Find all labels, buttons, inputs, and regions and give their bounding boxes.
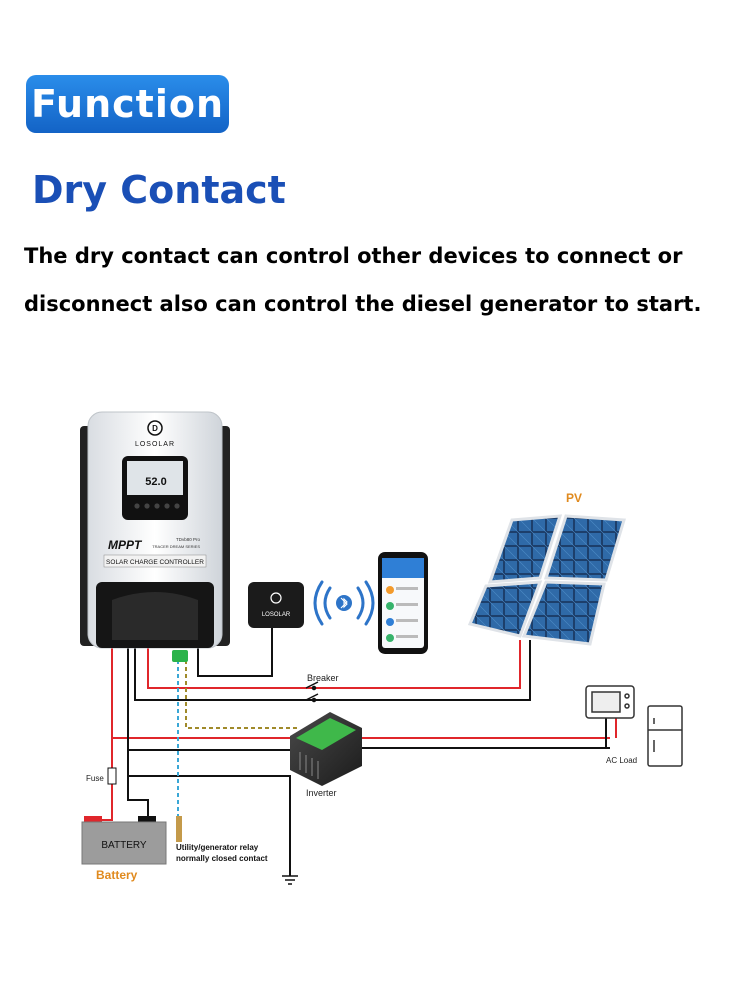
svg-text:D: D (152, 424, 158, 433)
battery-negative-terminal (138, 816, 156, 824)
wireless-signal-icon (313, 580, 375, 626)
inverter-label: Inverter (306, 788, 337, 798)
relay-label-line-1: Utility/generator relay (176, 843, 259, 852)
pv-label: PV (566, 491, 582, 505)
bluetooth-glyph (340, 597, 348, 609)
wifi-module-logo-icon (270, 592, 282, 604)
controller-buttons (134, 503, 180, 509)
phone-app-header (382, 558, 424, 578)
battery-box-label: BATTERY (101, 840, 147, 851)
relay-label-line-2: normally closed contact (176, 854, 268, 863)
controller-series-sub: TRACER DREAM SERIES (152, 544, 200, 549)
phone-app-widgets (386, 586, 418, 642)
controller-brand: LOSOLAR (135, 441, 175, 448)
controller-lcd (127, 461, 183, 495)
inverter-green-top (296, 718, 356, 750)
battery-caption: Battery (96, 868, 138, 882)
wifi-module-cable (197, 628, 273, 677)
controller-model: MPPT (108, 538, 143, 552)
brand-logo-icon (147, 420, 163, 436)
lcd-value: 52.0 (145, 476, 166, 488)
breaker-symbol (305, 681, 319, 703)
charge-controller: D LOSOLAR 52.0 MPPT TDvb80 Pro TRACER DR… (80, 411, 230, 662)
inverter-fins (299, 752, 319, 779)
tv-appliance (585, 685, 635, 719)
battery: BATTERY (81, 816, 167, 865)
fuse-symbol (107, 767, 117, 785)
smartphone (378, 552, 428, 654)
section-title: Dry Contact (32, 168, 286, 212)
solar-panel-1 (487, 514, 563, 584)
solar-panel-3 (467, 580, 543, 638)
dry-contact-brown-dashed (185, 660, 300, 729)
wifi-module-body (248, 582, 304, 628)
battery-negative-down (127, 750, 149, 822)
pv-negative-wire (134, 640, 531, 701)
battery-positive-terminal (84, 816, 102, 824)
description: The dry contact can control other device… (24, 232, 724, 328)
wifi-module: LOSOLAR (248, 582, 304, 628)
function-badge: Function (26, 75, 229, 133)
wifi-module-brand: LOSOLAR (262, 612, 291, 618)
battery-body (81, 821, 167, 865)
ground-wire (128, 775, 291, 876)
fridge-appliance (647, 705, 683, 767)
controller-name: SOLAR CHARGE CONTROLLER (106, 559, 204, 566)
solar-panel-2 (543, 514, 626, 582)
dry-contact-terminal (172, 650, 188, 662)
fuse-label: Fuse (86, 774, 104, 783)
description-line-1: The dry contact can control other device… (24, 244, 683, 268)
solar-panel-array (467, 514, 626, 646)
relay-contact-probe (176, 816, 182, 842)
ground-icon (282, 875, 298, 885)
pv-positive-wire (147, 640, 521, 689)
solar-panel-4 (521, 580, 606, 646)
inverter (290, 712, 362, 786)
ac-load-label: AC Load (606, 756, 637, 765)
controller-series: TDvb80 Pro (176, 537, 201, 542)
wires (93, 628, 617, 876)
description-line-2: disconnect also can control the diesel g… (24, 292, 702, 316)
breaker-label: Breaker (307, 673, 339, 683)
fridge-icon (647, 705, 683, 767)
controller-terminal-panel (112, 592, 198, 640)
